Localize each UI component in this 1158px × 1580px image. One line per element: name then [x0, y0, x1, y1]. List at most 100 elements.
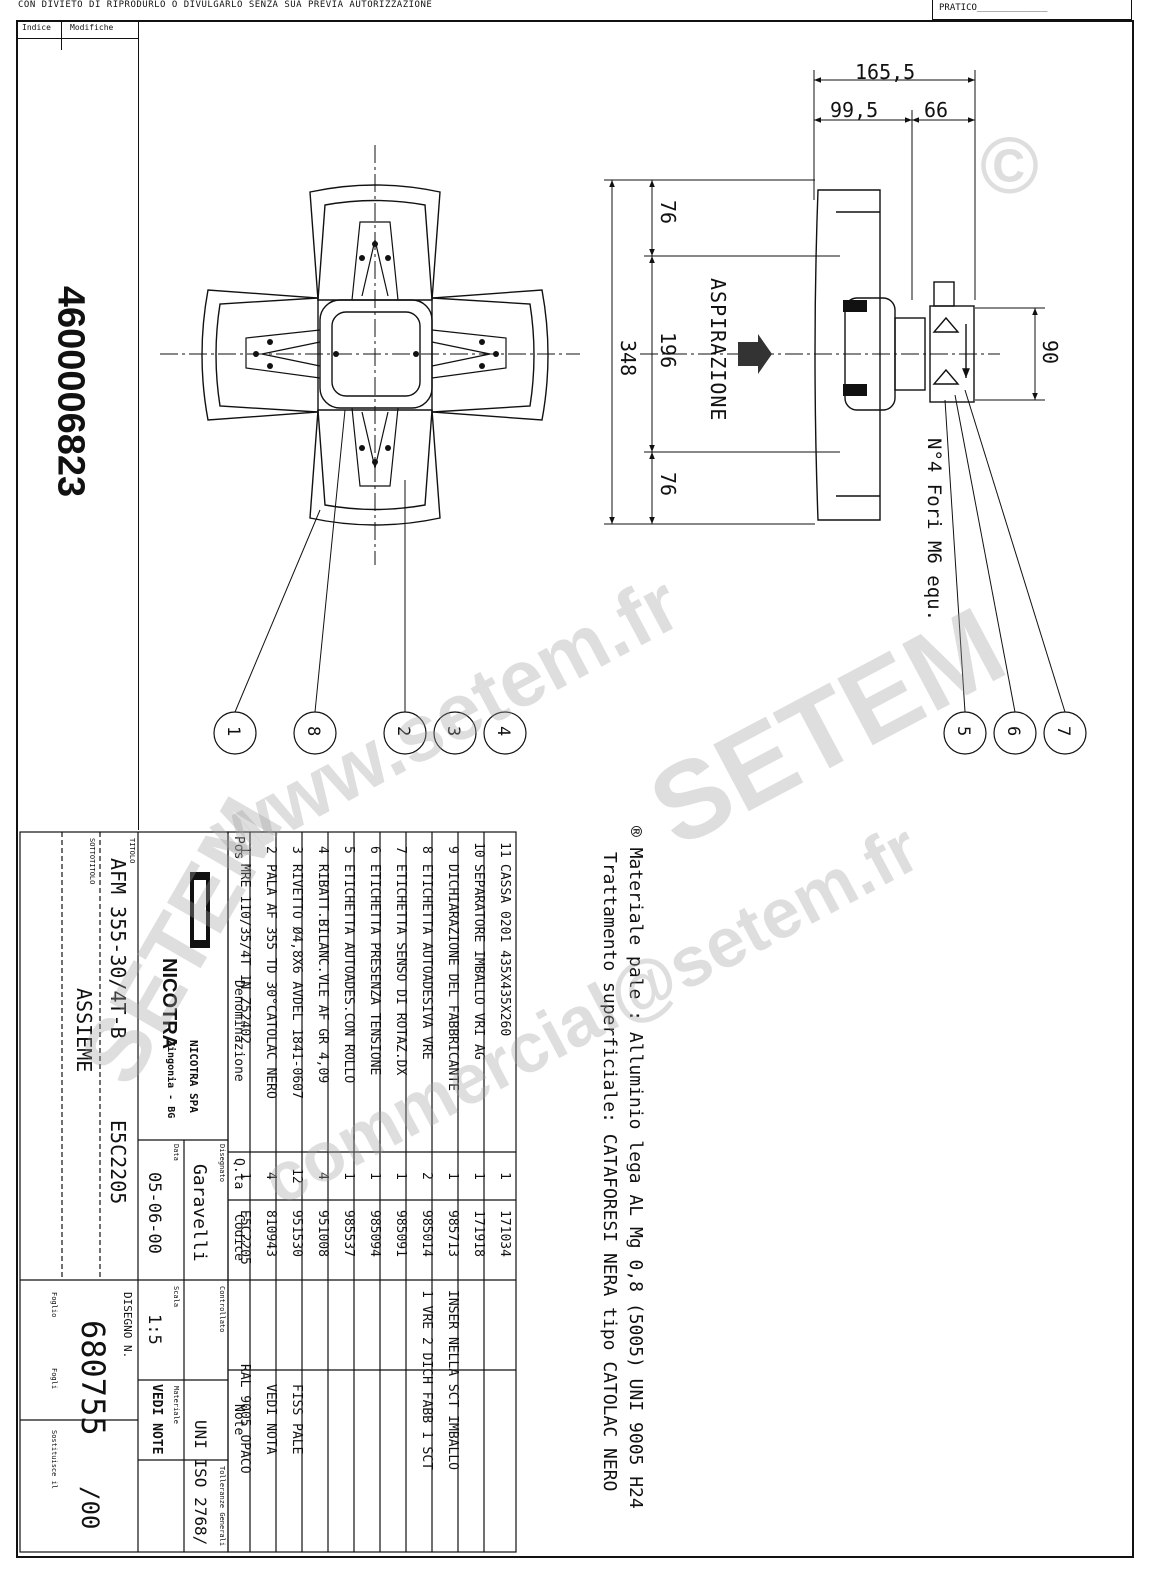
blade-right — [431, 289, 549, 421]
disegno-label: DISEGNO N. — [121, 1292, 134, 1359]
bom-row-11-name: CASSA 0201 435X435X260 — [497, 864, 512, 1037]
modifiche-label: Modifiche — [70, 23, 114, 32]
bom-row-8-code: 985014 — [419, 1210, 434, 1257]
pratico-field: PRATICO_____________ — [932, 0, 1132, 20]
bom-row-11-qty: 1 — [497, 1172, 512, 1180]
disegnato-label: Disegnato — [218, 1144, 226, 1182]
bom-row-3-name: RIVETTO Ø4,8X6 AVDEL 1841-0607 — [289, 864, 304, 1099]
bom-row-8-pos: 8 — [419, 846, 434, 854]
balloon-5: 5 — [953, 726, 973, 737]
bom-row-9-qty: 1 — [445, 1172, 460, 1180]
revision-header: Indice Modifiche — [16, 20, 138, 39]
bom-row-2-pos: 2 — [263, 846, 278, 854]
disegno-number: 680755 — [74, 1320, 112, 1436]
code-value: E5C2205 — [106, 1120, 130, 1205]
bom-row-3-code: 951530 — [289, 1210, 304, 1257]
copyright-note: CON DIVIETO DI RIPRODURLO O DIVULGARLO S… — [18, 0, 433, 10]
bom-row-4-code: 951008 — [315, 1210, 330, 1257]
dim-196: 196 — [656, 332, 680, 369]
bom-row-1-code: E5C2205 — [237, 1210, 252, 1265]
titleblock-grid — [19, 831, 229, 1553]
bom-row-3-pos: 3 — [289, 846, 304, 854]
front-view — [160, 145, 580, 565]
bom-row-6-code: 985094 — [367, 1210, 382, 1257]
tolleranze-value: UNI ISO 2768/ — [191, 1420, 210, 1546]
bom-row-2-name: PALA AF 355 TD 30°CATOLAC NERO — [263, 864, 278, 1099]
sottotitolo-value: ASSIEME — [72, 988, 96, 1073]
bom-row-5-code: 985537 — [341, 1210, 356, 1257]
bom-row-10-pos: 10 — [471, 842, 486, 858]
balloon-3: 3 — [443, 726, 463, 737]
bom-row-9-pos: 9 — [445, 846, 460, 854]
materiale-value: VEDI NOTE — [149, 1384, 164, 1455]
disegnato-value: Garavelli — [189, 1164, 210, 1262]
fogli-label: Fogli — [50, 1368, 58, 1390]
data-value: 05-06-00 — [144, 1172, 164, 1254]
bom-row-5-name: ETICHETTA AUTOADES.CON ROLLO — [341, 864, 356, 1084]
bom-row-10-qty: 1 — [471, 1172, 486, 1180]
centerlines — [160, 145, 580, 565]
bom-row-7-name: ETICHETTA SENSO DI ROTAZ.DX — [393, 864, 408, 1076]
airflow-arrow — [738, 334, 772, 374]
titolo-value: AFM 355-30/4T-B — [106, 858, 130, 1039]
balloon-1: 1 — [223, 726, 243, 737]
dim-76-top: 76 — [656, 200, 680, 225]
indice-label: Indice — [22, 23, 51, 32]
bom-row-2-note: VEDI NOTA — [263, 1384, 278, 1455]
scala-label: Scala — [172, 1286, 180, 1308]
bom-row-6-pos: 6 — [367, 846, 382, 854]
bom-row-10-name: SEPARATORE IMBALLO VRI AG — [471, 864, 486, 1060]
airflow-label: ASPIRAZIONE — [706, 278, 730, 422]
motor-plate — [331, 311, 421, 397]
dim-76-bottom: 76 — [656, 472, 680, 497]
bom-row-6-name: ETICHETTA PRESENZA TENSIONE — [367, 864, 382, 1076]
bom-row-2-qty: 4 — [263, 1172, 278, 1180]
bom-row-8-note: 1 VRE 2 DICH FABB 1 SCT — [419, 1290, 434, 1471]
balloon-4: 4 — [493, 726, 513, 737]
revision-column: Indice Modifiche — [16, 20, 139, 830]
revision-number: /00 — [76, 1486, 104, 1530]
bom-row-8-qty: 2 — [419, 1172, 434, 1180]
balloon-6: 6 — [1003, 726, 1023, 737]
bom-row-1-pos: 1 — [237, 846, 252, 854]
dim-90: 90 — [1038, 340, 1062, 365]
holes-label: N°4 Fori M6 equ. — [923, 438, 945, 622]
bom-row-11-code: 171034 — [497, 1210, 512, 1257]
drawing-frame — [16, 20, 1134, 1558]
bom-row-7-code: 985091 — [393, 1210, 408, 1257]
bom-row-10-code: 171918 — [471, 1210, 486, 1257]
company-city: Zingonia - BG — [165, 1040, 176, 1119]
dim-165: 165,5 — [855, 60, 916, 84]
foglio-label: Foglio — [50, 1292, 58, 1318]
note-treatment: Trattamento superficiale: CATAFORESI NER… — [599, 852, 620, 1492]
materiale-label: Materiale — [172, 1386, 180, 1424]
bom-row-1-name: MRE 110/35/4T 1N Z52402 — [237, 864, 252, 1045]
bom-row-3-note: FISS PALE — [289, 1384, 304, 1455]
bom-row-4-qty: 4 — [315, 1172, 330, 1180]
bom-row-5-qty: 1 — [341, 1172, 356, 1180]
bom-row-1-qty: 1 — [237, 1172, 252, 1180]
bom-row-9-name: DICHIARAZIONE DEL FABBRICANTE — [445, 864, 460, 1091]
blade-profile — [814, 189, 881, 521]
company-logo-text: NICOTRA — [158, 958, 180, 1050]
bom-row-11-pos: 11 — [497, 842, 512, 858]
controllato-label: Controllato — [218, 1286, 226, 1333]
sottotitolo-label: SOTTOTITOLO — [88, 838, 96, 885]
blade-left — [201, 289, 319, 421]
balloon-7: 7 — [1053, 726, 1073, 737]
bom-grid — [227, 831, 517, 1553]
data-label: Data — [172, 1144, 180, 1161]
bom-row-9-code: 985713 — [445, 1210, 460, 1257]
balloon-2: 2 — [393, 726, 413, 737]
bom-row-1-note: RAL 9005 OPACO — [237, 1364, 252, 1474]
leader-lines — [234, 389, 1066, 713]
dimension-lines — [604, 70, 1045, 525]
bom-row-6-qty: 1 — [367, 1172, 382, 1180]
dim-66: 66 — [924, 98, 949, 122]
bom-row-7-pos: 7 — [393, 846, 408, 854]
side-view — [640, 189, 1000, 521]
bom-row-4-pos: 4 — [315, 846, 330, 854]
nicotra-logo — [190, 872, 210, 948]
bom-row-3-qty: 12 — [289, 1168, 304, 1184]
